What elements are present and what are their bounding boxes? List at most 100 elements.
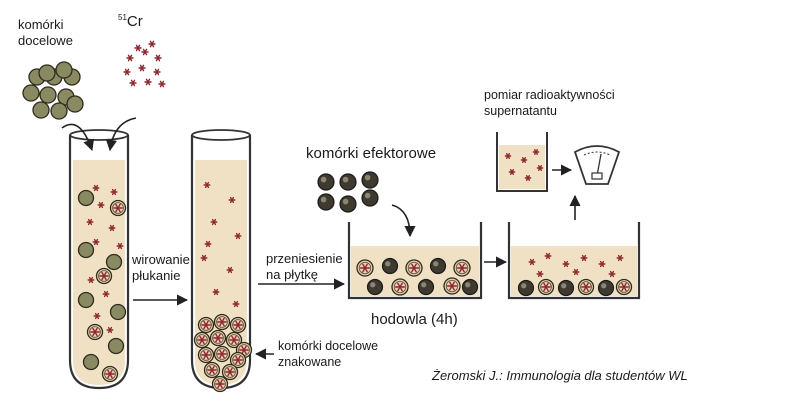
well2-cells [517, 252, 633, 297]
isotope-star-icon [233, 355, 243, 365]
labeled-target-cell [197, 346, 215, 364]
labeled-target-cell [405, 259, 423, 277]
isotope-star-icon [108, 224, 116, 232]
isotope-star-icon [92, 184, 100, 192]
effector-cell [361, 171, 379, 189]
arrow-icon [391, 204, 416, 238]
isotope-star-icon [86, 218, 94, 226]
isotope-star-icon [616, 254, 624, 262]
target-cell [77, 291, 95, 309]
target-cell [77, 241, 95, 259]
isotope-symbol: Cr [126, 13, 143, 30]
isotope-star-icon [105, 369, 115, 379]
well2-outline [507, 222, 641, 300]
labeled-target-cell [193, 331, 211, 349]
isotope-star-icon [97, 201, 105, 209]
isotope-star-icon [524, 175, 532, 181]
label-isotope: 51Cr [118, 10, 143, 30]
isotope-star-icon [123, 68, 131, 76]
well1-outline [347, 222, 483, 300]
label-measurement: pomiar radioaktywności supernatantu [484, 88, 615, 118]
isotope-star-icon [102, 290, 110, 298]
label-labeled-cells: komórki docelowe znakowane [278, 339, 379, 369]
isotope-star-icon [536, 165, 544, 171]
isotope-star-icon [619, 282, 629, 292]
isotope-cluster [123, 40, 166, 88]
target-cell [107, 337, 125, 355]
isotope-star-icon [239, 345, 249, 355]
isotope-star-icon [93, 312, 101, 320]
labeled-target-cell [537, 278, 555, 296]
tube1-rim [69, 129, 129, 141]
isotope-star-icon [226, 266, 234, 274]
isotope-star-icon [204, 240, 212, 248]
isotope-star-icon [532, 149, 540, 155]
isotope-star-icon [562, 260, 570, 268]
arrow-icon [105, 117, 137, 152]
isotope-star-icon [110, 188, 118, 196]
isotope-star-icon [92, 238, 100, 246]
isotope-star-icon [504, 153, 512, 159]
sup-outline [496, 132, 548, 192]
sup-isotopes [504, 149, 544, 181]
isotope-star-icon [541, 282, 551, 292]
isotope-star-icon [197, 335, 207, 345]
labeled-target-cell [391, 278, 409, 296]
arrow-icon [61, 123, 95, 152]
isotope-star-icon [116, 242, 124, 250]
isotope-star-icon [225, 367, 235, 377]
isotope-star-icon [215, 379, 225, 389]
isotope-star-icon [229, 335, 239, 345]
labeled-target-cell [453, 259, 471, 277]
target-cell [105, 253, 123, 271]
effector-cell [557, 279, 575, 297]
isotope-star-icon [544, 252, 552, 260]
isotope-star-icon [138, 64, 146, 72]
target-cell [77, 189, 95, 207]
labeled-target-cell [101, 365, 119, 383]
label-target-cells: komórki docelowe [18, 17, 73, 48]
effector-cell [517, 279, 535, 297]
isotope-star-icon [580, 254, 588, 262]
gamma-counter-icon [573, 145, 621, 185]
target-cell [66, 95, 84, 113]
labeled-target-cell [229, 316, 247, 334]
isotope-star-icon [217, 317, 227, 327]
isotope-star-icon [394, 282, 406, 292]
isotope-star-icon [572, 268, 580, 276]
tube2-cells [193, 181, 253, 393]
isotope-star-icon [228, 196, 236, 204]
effector-cell [366, 278, 384, 296]
isotope-star-icon [106, 326, 114, 334]
isotope-star-icon [234, 232, 242, 240]
isotope-star-icon [200, 254, 208, 262]
isotope-star-icon [520, 157, 528, 163]
well1-cells [356, 257, 479, 296]
target-cell [22, 84, 40, 102]
effector-cell [597, 279, 615, 297]
isotope-star-icon [207, 365, 217, 375]
isotope-star-icon [408, 263, 420, 273]
label-culture: hodowla (4h) [371, 311, 458, 328]
effector-cell [461, 278, 479, 296]
test-tube-labeled [190, 129, 253, 393]
target-cell [109, 303, 127, 321]
isotope-star-icon [141, 48, 149, 56]
supernatant-container [496, 132, 548, 192]
effector-cell [361, 189, 379, 207]
isotope-star-icon [608, 270, 616, 278]
isotope-star-icon [201, 350, 211, 360]
target-cell [38, 64, 56, 82]
effector-cell [381, 257, 399, 275]
isotope-star-icon [203, 181, 211, 189]
isotope-star-icon [126, 54, 134, 62]
isotope-star-icon [581, 282, 591, 292]
target-cell [39, 86, 57, 104]
result-well [507, 222, 641, 300]
target-cell [82, 353, 100, 371]
labeled-target-cell [203, 361, 221, 379]
label-centrifuge: wirowanie płukanie [132, 252, 190, 283]
isotope-star-icon [113, 203, 123, 213]
